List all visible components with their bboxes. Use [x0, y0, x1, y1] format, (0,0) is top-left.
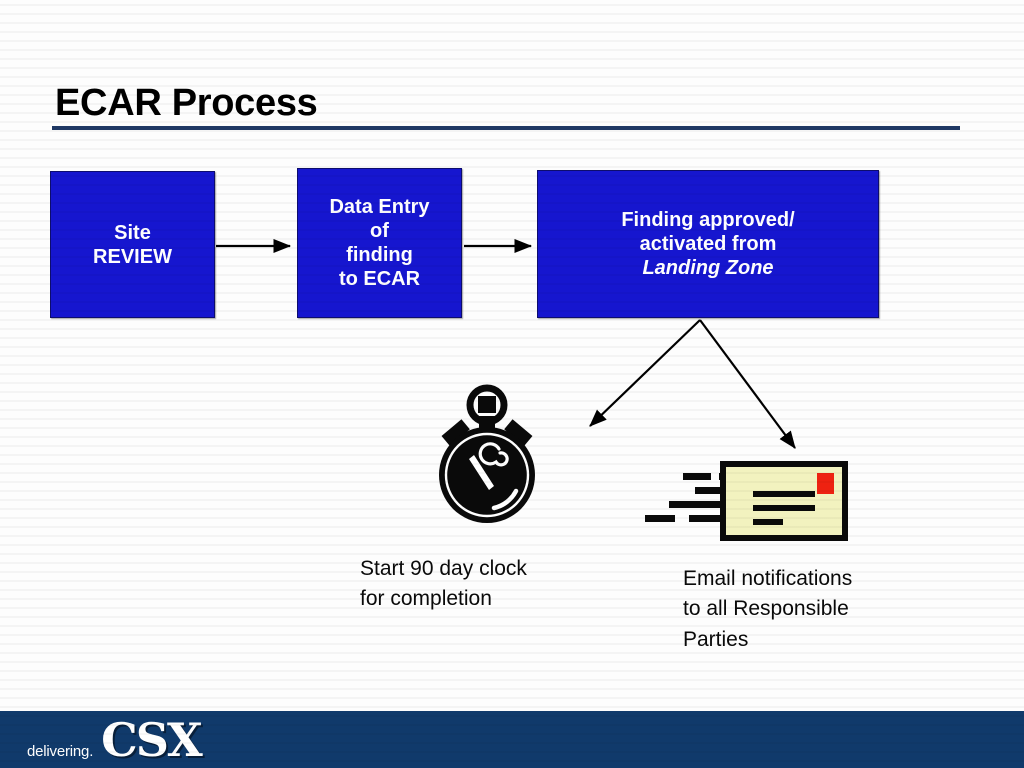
caption-stopwatch: Start 90 day clock for completion [360, 557, 527, 611]
process-box-data-entry[interactable]: Data Entry of finding to ECAR [297, 168, 462, 318]
process-box-finding-approved[interactable]: Finding approved/ activated from Landing… [537, 170, 879, 318]
csx-logo: CSX [101, 713, 203, 768]
footer-logo-group: delivering. CSX [27, 713, 203, 768]
footer-tagline: delivering. [27, 743, 94, 761]
footer-bar: delivering. CSX [0, 711, 1024, 768]
envelope-icon [645, 461, 848, 541]
process-box-site-review[interactable]: Site REVIEW [50, 171, 215, 318]
box-line: Finding approved/ [621, 209, 795, 231]
box-line-emphasis: Landing Zone [642, 257, 774, 279]
box-line: Data Entry [329, 196, 430, 218]
title-underline-rule [52, 126, 960, 130]
caption-email: Email notifications to all Responsible P… [683, 567, 853, 651]
box-line: of [370, 220, 389, 242]
box-line: to ECAR [338, 268, 421, 290]
box-line: finding [346, 244, 413, 266]
box-line: REVIEW [93, 245, 172, 268]
page-title: ECAR Process [55, 82, 318, 124]
box-line: activated from [639, 233, 777, 255]
box-line: Site [114, 221, 151, 244]
stopwatch-icon [439, 384, 535, 523]
